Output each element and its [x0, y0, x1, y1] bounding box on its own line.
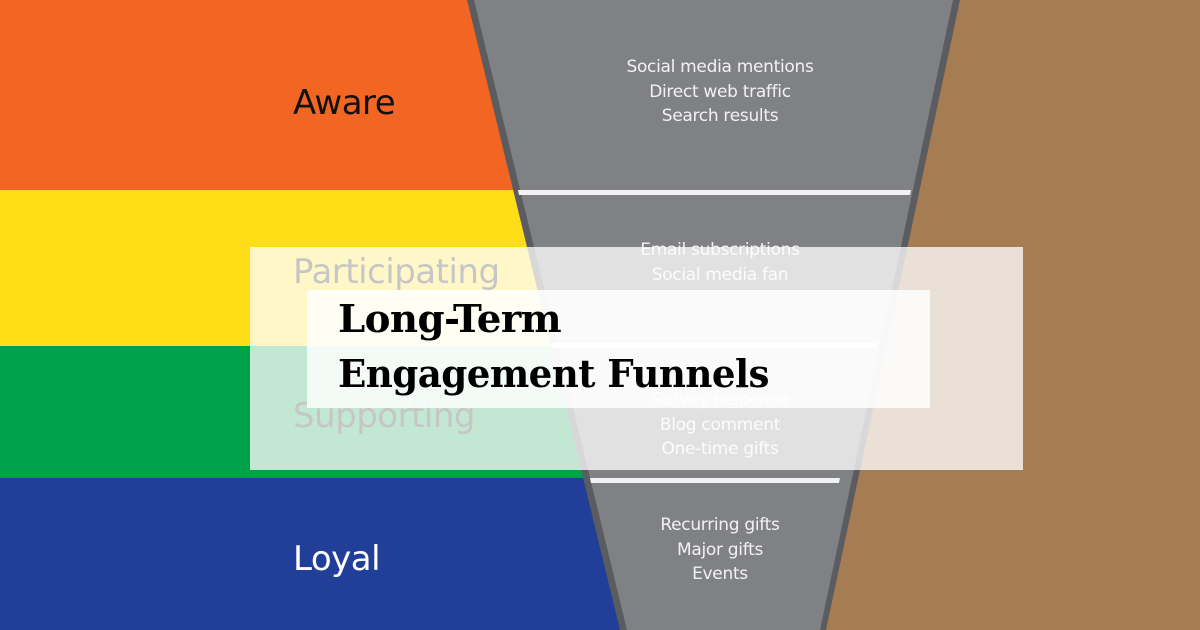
title-line-1: Long-Term: [338, 296, 562, 341]
items-aware: Social media mentions Direct web traffic…: [560, 55, 880, 129]
item: Major gifts: [676, 539, 764, 560]
stage-label-aware: Aware: [293, 83, 396, 123]
item: Search results: [661, 106, 779, 126]
item: Social media mentions: [626, 57, 814, 77]
items-loyal: Recurring gifts Major gifts Events: [560, 513, 880, 587]
separator-3: [590, 478, 840, 483]
title-box: [307, 290, 930, 408]
item: Recurring gifts: [660, 515, 780, 535]
separator-1: [518, 190, 911, 195]
item: Events: [692, 564, 748, 584]
stage-label-loyal: Loyal: [293, 539, 381, 579]
title-line-2: Engagement Funnels: [338, 351, 770, 396]
item: Direct web traffic: [649, 81, 791, 102]
